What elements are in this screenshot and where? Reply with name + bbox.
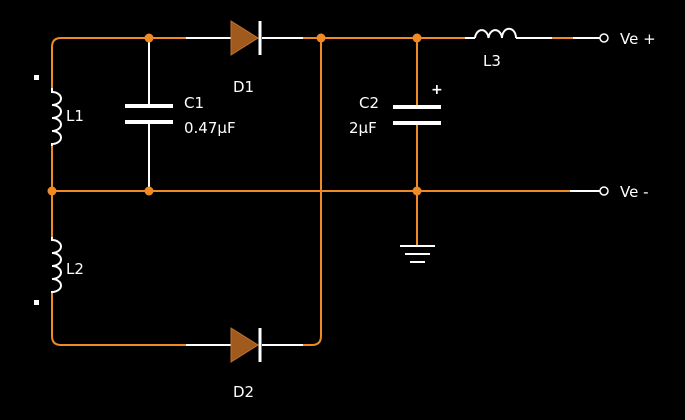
diode-d1-label: D1 xyxy=(233,78,254,96)
capacitor-c2: + C2 2µF xyxy=(349,82,443,137)
capacitor-c1-label: C1 xyxy=(184,94,204,112)
diode-d2-label: D2 xyxy=(233,383,254,401)
inductor-l1-polarity-dot xyxy=(34,75,39,80)
output-terminals: Ve + Ve - xyxy=(599,30,656,201)
diode-d2: D2 xyxy=(230,327,262,401)
junction-d1-d2 xyxy=(316,33,326,43)
terminal-ve-minus-label: Ve - xyxy=(620,183,649,201)
junction-c2-bottom xyxy=(412,186,422,196)
capacitor-c1-value: 0.47µF xyxy=(184,119,236,137)
capacitor-c2-label: C2 xyxy=(359,94,379,112)
junction-c2-top xyxy=(412,33,422,43)
inductor-l1-coil xyxy=(51,88,62,146)
junction-c1-top xyxy=(144,33,154,43)
active-wires xyxy=(51,37,573,346)
inductor-l2-polarity-dot xyxy=(34,300,39,305)
inductor-l2-label: L2 xyxy=(66,260,84,278)
capacitor-c1: C1 0.47µF xyxy=(125,94,236,137)
inductor-l3: L3 xyxy=(474,27,517,70)
terminal-ve-plus-label: Ve + xyxy=(620,30,656,48)
inductor-l1-label: L1 xyxy=(66,107,84,125)
diode-d2-body xyxy=(230,327,259,363)
inactive-wires xyxy=(148,37,600,346)
ground-symbol xyxy=(400,245,435,263)
inductor-l2: L2 xyxy=(34,237,84,305)
junction-c1-bottom xyxy=(144,186,154,196)
inductor-l3-label: L3 xyxy=(483,52,501,70)
capacitor-c2-value: 2µF xyxy=(349,119,377,137)
diode-d1: D1 xyxy=(230,20,262,96)
wire-d2-return xyxy=(303,38,322,346)
junction-center-left xyxy=(47,186,57,196)
terminal-ve-minus[interactable] xyxy=(599,186,609,196)
capacitor-c2-polarity: + xyxy=(431,82,443,98)
inductor-l2-coil xyxy=(51,237,62,293)
diode-d1-body xyxy=(230,20,259,56)
wire-top-left xyxy=(51,37,186,88)
inductor-l3-coil xyxy=(474,27,517,39)
terminal-ve-plus[interactable] xyxy=(599,33,609,43)
wire-bottom-left xyxy=(51,293,186,346)
inductor-l1: L1 xyxy=(34,75,84,146)
junctions xyxy=(47,33,422,196)
